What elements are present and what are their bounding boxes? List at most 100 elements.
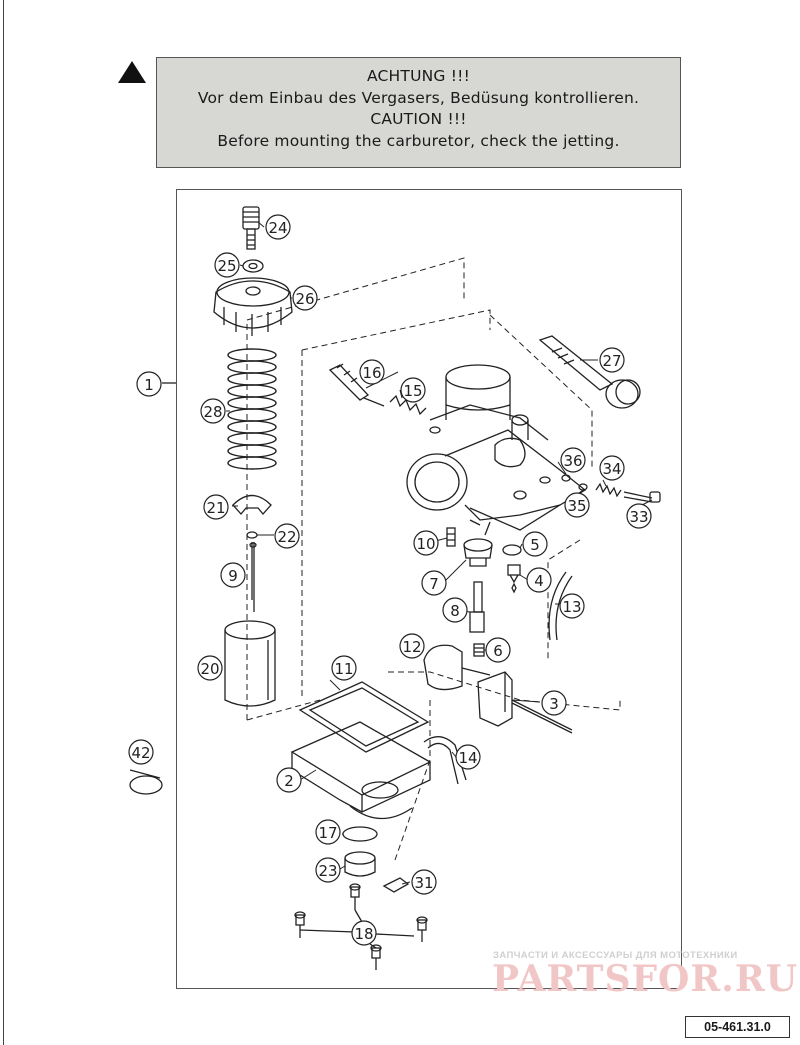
callout-label-14: 14 <box>458 749 477 767</box>
callout-label-33: 33 <box>629 508 648 526</box>
callout-label-2: 2 <box>284 772 294 790</box>
callout-label-8: 8 <box>450 602 460 620</box>
callout-label-24: 24 <box>268 219 287 237</box>
warning-line-2: Vor dem Einbau des Vergasers, Bedüsung k… <box>197 88 640 107</box>
callout-1 <box>136 371 162 397</box>
warning-box: ACHTUNG !!! Vor dem Einbau des Vergasers… <box>156 57 681 168</box>
callout-label-34: 34 <box>602 460 621 478</box>
part-needle-jet <box>469 581 485 633</box>
callout-7 <box>421 570 447 596</box>
callout-label-23: 23 <box>318 862 337 880</box>
callout-18 <box>351 920 377 946</box>
part-adjuster-screw <box>242 206 260 250</box>
part-float <box>423 644 573 734</box>
callout-23 <box>315 857 341 883</box>
part-screws <box>294 883 428 970</box>
callout-label-15: 15 <box>403 382 422 400</box>
part-cable-bracket <box>382 877 410 893</box>
callout-6 <box>485 637 511 663</box>
callout-35 <box>564 492 590 518</box>
part-idle-spring <box>389 394 427 416</box>
part-bowl-plug-o-ring <box>342 826 378 842</box>
callout-3 <box>541 690 567 716</box>
callout-42 <box>128 739 154 765</box>
part-float-valve <box>507 564 521 594</box>
part-throttle-spring <box>227 348 277 470</box>
callout-label-11: 11 <box>334 660 353 678</box>
part-nut <box>242 259 264 273</box>
part-idle-screw <box>328 363 385 407</box>
callout-36 <box>560 447 586 473</box>
part-air-screw-spring <box>595 482 622 498</box>
part-needle-plate <box>232 494 272 515</box>
callout-10 <box>413 530 439 556</box>
watermark-logo: PARTSFOR.RU <box>492 958 799 1000</box>
callout-label-18: 18 <box>354 925 373 943</box>
callout-label-6: 6 <box>493 642 503 660</box>
part-drain-plug <box>344 851 376 877</box>
callout-5 <box>522 531 548 557</box>
callout-label-28: 28 <box>203 403 222 421</box>
part-o-ring-small <box>561 474 571 482</box>
callout-label-31: 31 <box>414 874 433 892</box>
watermark-tagline: ЗАПЧАСТИ И АКСЕССУАРЫ ДЛЯ МОТОТЕХНИКИ <box>493 950 738 961</box>
callout-26 <box>292 285 318 311</box>
callout-2 <box>276 767 302 793</box>
part-float-bowl <box>290 721 432 820</box>
part-top-cap <box>213 277 293 336</box>
callout-label-7: 7 <box>429 575 439 593</box>
callout-label-22: 22 <box>277 528 296 546</box>
callout-27 <box>599 347 625 373</box>
callout-21 <box>203 494 229 520</box>
callout-15 <box>400 377 426 403</box>
callout-label-27: 27 <box>602 352 621 370</box>
part-carburetor-body <box>406 364 587 536</box>
callout-label-21: 21 <box>206 499 225 517</box>
callout-17 <box>315 819 341 845</box>
callout-12 <box>399 633 425 659</box>
part-air-screw <box>623 491 661 503</box>
callout-13 <box>559 593 585 619</box>
callout-label-1: 1 <box>144 376 154 394</box>
callout-33 <box>626 503 652 529</box>
callout-22 <box>274 523 300 549</box>
reference-code: 05-461.31.0 <box>685 1016 790 1038</box>
part-main-jet <box>473 643 485 657</box>
callout-14 <box>455 744 481 770</box>
callout-label-16: 16 <box>362 364 381 382</box>
callout-24 <box>265 214 291 240</box>
callout-label-4: 4 <box>534 572 544 590</box>
part-needle-clip <box>246 531 258 539</box>
callout-28 <box>200 398 226 424</box>
part-jet-needle <box>249 542 257 612</box>
warning-line-4: Before mounting the carburetor, check th… <box>217 131 620 150</box>
warning-line-3: CAUTION !!! <box>370 110 467 128</box>
part-cable-tie <box>129 769 163 795</box>
part-needle-jet-holder <box>463 538 493 567</box>
callout-label-5: 5 <box>530 536 540 554</box>
callout-11 <box>331 655 357 681</box>
callout-label-42: 42 <box>131 744 150 762</box>
callout-label-10: 10 <box>416 535 435 553</box>
warning-triangle-icon <box>118 61 146 83</box>
callout-25 <box>214 252 240 278</box>
callout-label-36: 36 <box>563 452 582 470</box>
callout-16 <box>359 359 385 385</box>
callout-label-17: 17 <box>318 824 337 842</box>
diagram-frame <box>176 189 682 989</box>
callout-label-12: 12 <box>402 638 421 656</box>
callout-9 <box>220 562 246 588</box>
callout-label-13: 13 <box>562 598 581 616</box>
warning-line-1: ACHTUNG !!! <box>367 67 470 85</box>
callout-20 <box>197 655 223 681</box>
callout-label-20: 20 <box>200 660 219 678</box>
callout-4 <box>526 567 552 593</box>
part-o-ring <box>502 544 522 556</box>
callout-34 <box>599 455 625 481</box>
callout-label-26: 26 <box>295 290 314 308</box>
callout-31 <box>411 869 437 895</box>
callout-label-35: 35 <box>567 497 586 515</box>
part-pilot-jet <box>446 527 456 547</box>
callout-label-25: 25 <box>217 257 236 275</box>
